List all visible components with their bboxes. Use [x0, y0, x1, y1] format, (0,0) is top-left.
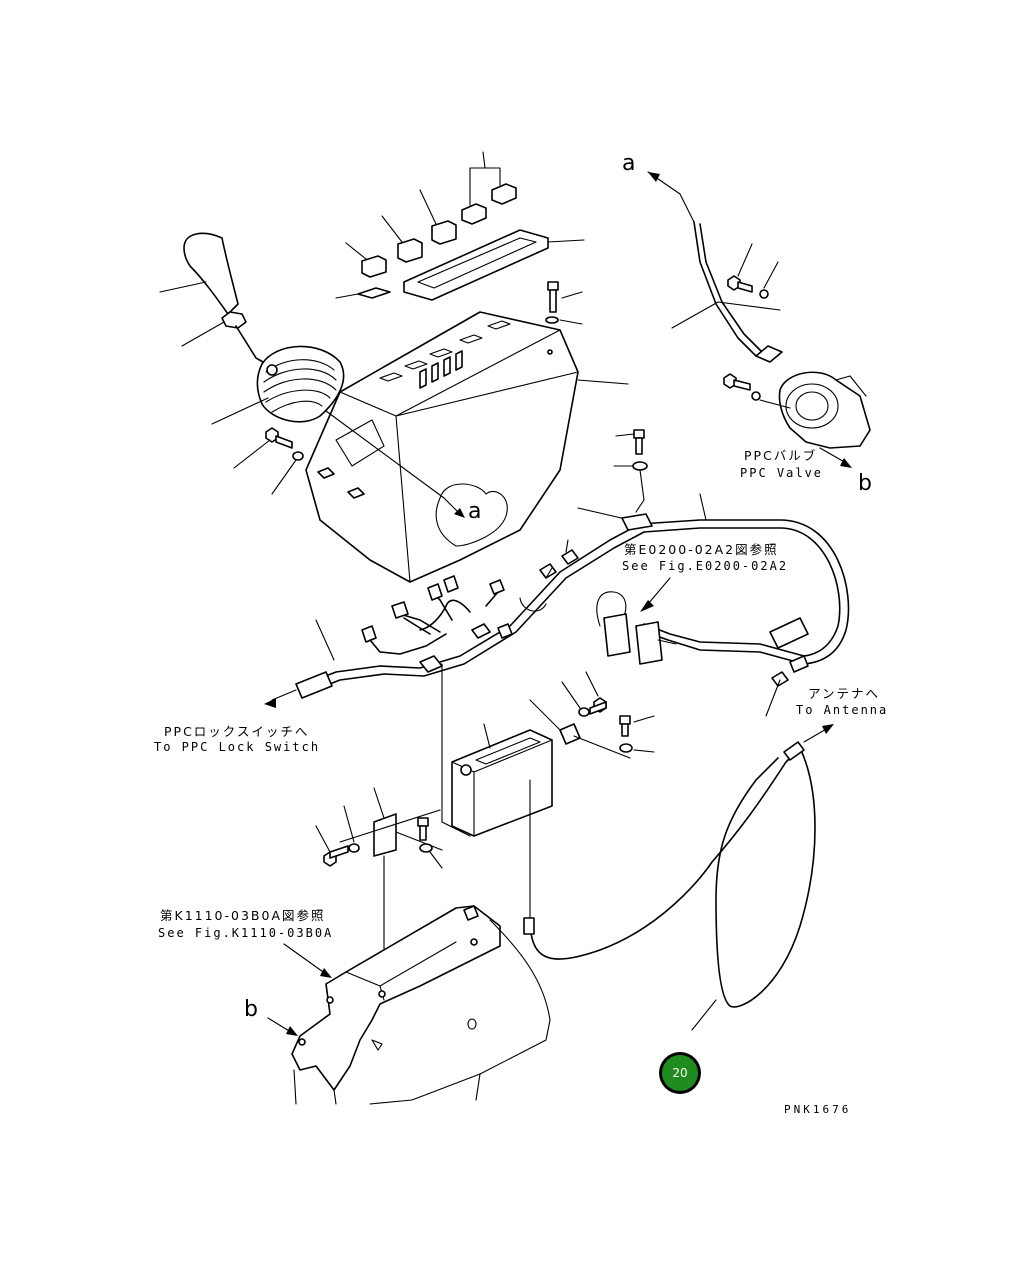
ppc-valve-label-en: PPC Valve [740, 466, 823, 480]
marker-b-valve: b [858, 471, 872, 496]
harness-bolt [613, 429, 648, 513]
see-fig-e-label-jp: 第E0200-02A2図参照 [624, 542, 779, 557]
ppc-valve-label-jp: PPCバルブ [744, 448, 817, 463]
ppc-valve-assembly [647, 171, 871, 468]
wiring-harness [264, 493, 850, 717]
page-number-badge: 20 [659, 1052, 701, 1094]
see-fig-e-label-en: See Fig.E0200-02A2 [622, 559, 788, 573]
lever-assembly [159, 232, 345, 495]
marker-a-console: a [468, 499, 481, 524]
see-fig-k-label-jp: 第K1110-03B0A図参照 [160, 908, 326, 923]
badge-number: 20 [672, 1066, 687, 1080]
floor-bracket [267, 905, 551, 1105]
antenna-cable [523, 724, 834, 1031]
marker-b-bottom: b [244, 997, 258, 1022]
console-body [305, 311, 629, 583]
console-bolt [545, 281, 583, 325]
see-fig-k-label-en: See Fig.K1110-03B0A [158, 926, 333, 940]
marker-a-top: a [622, 151, 635, 176]
antenna-label-en: To Antenna [796, 703, 888, 717]
drawing-code: PNK1676 [784, 1103, 851, 1116]
controller-box [441, 663, 655, 919]
ppc-lock-label-jp: PPCロックスイッチへ [164, 724, 309, 739]
lower-bracket [315, 787, 443, 1001]
antenna-label-jp: アンテナへ [808, 686, 880, 701]
ppc-lock-label-en: To PPC Lock Switch [154, 740, 320, 754]
switch-group [335, 151, 585, 301]
